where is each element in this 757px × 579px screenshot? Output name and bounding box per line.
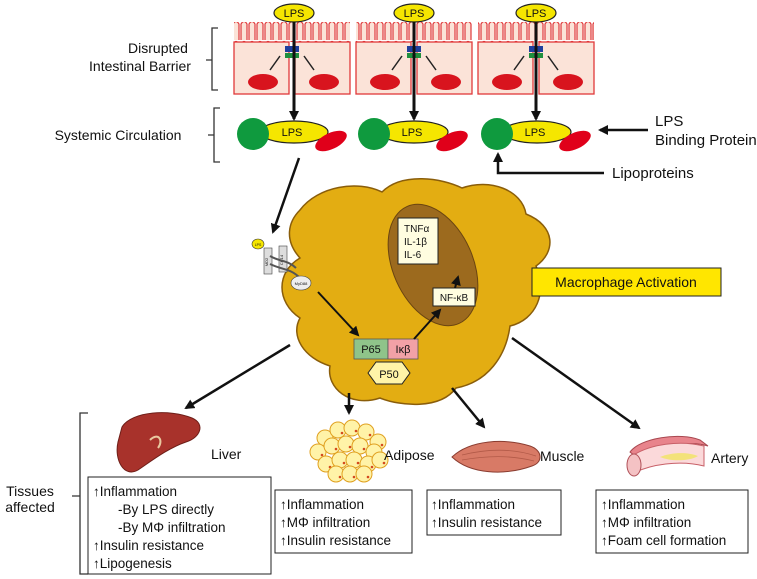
artery-effect-1: ↑Inflammation	[601, 497, 685, 512]
adipose-effect-1: ↑Inflammation	[280, 497, 364, 512]
epithelial-cell	[477, 41, 536, 95]
lipoprotein-3	[481, 118, 513, 150]
arrow-to-liver	[184, 343, 291, 410]
lipoprotein-2	[358, 118, 390, 150]
muscle-image	[451, 441, 541, 473]
p50-hexagon	[367, 361, 411, 385]
p50-label: P50	[379, 369, 399, 381]
receptor-myd88	[290, 275, 312, 291]
lbp-2	[436, 130, 468, 152]
muscle-name: Muscle	[540, 448, 585, 464]
epithelial-cell	[414, 41, 473, 95]
receptor-md2-label: MD2	[264, 257, 269, 266]
adipose-effects-box: ↑Inflammation ↑MΦ infiltration ↑Insulin …	[274, 489, 413, 554]
muscle-effect-1: ↑Inflammation	[431, 497, 515, 512]
tissues-label-line1: Tissues	[6, 483, 54, 499]
liver-effect-3: -By MΦ infiltration	[118, 520, 226, 535]
lipoprotein-1	[237, 118, 269, 150]
lps-circ-1-label: LPS	[282, 127, 303, 139]
lps-top-3-label: LPS	[526, 8, 547, 20]
receptor-lps-label: LPS	[255, 243, 262, 247]
liver-effect-4: ↑Insulin resistance	[93, 538, 204, 553]
barrier-label-line1: Disrupted	[128, 40, 188, 56]
p65-label: P65	[361, 344, 381, 356]
adipose-effect-2: ↑MΦ infiltration	[280, 515, 370, 530]
epithelial-cell	[355, 41, 414, 95]
artery-image	[626, 435, 709, 477]
arrow-to-artery	[511, 336, 641, 430]
cytokine-box	[397, 217, 439, 265]
ikb-to-nfkb-arrow	[413, 308, 442, 340]
nfkb-box	[432, 287, 476, 307]
receptor-complex: LPS MD2 CD14 MyD88	[251, 238, 312, 291]
epithelial-cell	[233, 41, 292, 95]
barrier-bracket	[206, 27, 218, 91]
lps-top-1-label: LPS	[284, 8, 305, 20]
muscle-effect-2: ↑Insulin resistance	[431, 515, 542, 530]
macrophage-activation-label: Macrophage Activation	[555, 274, 697, 290]
arrow-to-muscle	[451, 387, 486, 429]
circulation-bracket	[208, 107, 220, 163]
nfkb-to-nucleus-arrow	[451, 275, 461, 289]
circulation-to-receptor-arrow	[270, 157, 301, 234]
receptor-to-p65-arrow	[317, 291, 360, 337]
nfkb-label: NF-κB	[440, 293, 469, 304]
liver-image	[116, 412, 201, 473]
circulation-complex-1: LPS	[237, 118, 347, 152]
lps-circ-2-label: LPS	[402, 127, 423, 139]
receptor-myd88-label: MyD88	[295, 281, 308, 286]
macrophage-activation-box	[531, 267, 722, 297]
ikb-box	[387, 338, 419, 360]
artery-effect-2: ↑MΦ infiltration	[601, 515, 691, 530]
lipoproteins-label: Lipoproteins	[612, 165, 694, 182]
receptor-md2	[263, 247, 273, 275]
circulation-complex-2: LPS	[358, 118, 468, 152]
artery-effects-box: ↑Inflammation ↑MΦ infiltration ↑Foam cel…	[595, 489, 749, 554]
lps-top-2-label: LPS	[404, 8, 425, 20]
artery-name: Artery	[711, 450, 748, 466]
epithelial-cell	[292, 41, 351, 95]
muscle-effects-box: ↑Inflammation ↑Insulin resistance	[426, 489, 562, 536]
adipose-effect-3: ↑Insulin resistance	[280, 533, 391, 548]
receptor-lps	[251, 238, 265, 250]
adipose-image	[309, 419, 389, 483]
cytokine-il6: IL-6	[404, 250, 422, 261]
ikb-label: Iκβ	[396, 344, 411, 356]
lps-top-group: LPS LPS LPS	[273, 3, 557, 121]
liver-effect-5: ↑Lipogenesis	[93, 556, 172, 571]
liver-effect-1: ↑Inflammation	[93, 484, 177, 499]
artery-effect-3: ↑Foam cell formation	[601, 533, 726, 548]
tissues-bracket	[72, 412, 88, 575]
cytokine-il1b: IL-1β	[404, 237, 427, 248]
tissues-label-line2: affected	[5, 499, 55, 515]
intestinal-epithelium	[233, 22, 595, 95]
lps-circ-3-label: LPS	[525, 127, 546, 139]
circulation-label: Systemic Circulation	[55, 127, 182, 143]
epithelial-cell	[536, 41, 595, 95]
liver-effects-box: ↑Inflammation -By LPS directly -By MΦ in…	[87, 476, 272, 575]
lipoprotein-arrow	[493, 152, 604, 175]
liver-effect-2: -By LPS directly	[118, 502, 214, 517]
lbp-label-line2: Binding Protein	[655, 132, 757, 149]
lbp-3	[559, 130, 591, 152]
adipose-name: Adipose	[384, 447, 435, 463]
lbp-label-line1: LPS	[655, 113, 683, 130]
lbp-1	[315, 130, 347, 152]
cytokine-tnf: TNFα	[404, 224, 429, 235]
barrier-label-line2: Intestinal Barrier	[89, 58, 191, 74]
liver-name: Liver	[211, 446, 242, 462]
circulation-complex-3: LPS	[481, 118, 591, 152]
